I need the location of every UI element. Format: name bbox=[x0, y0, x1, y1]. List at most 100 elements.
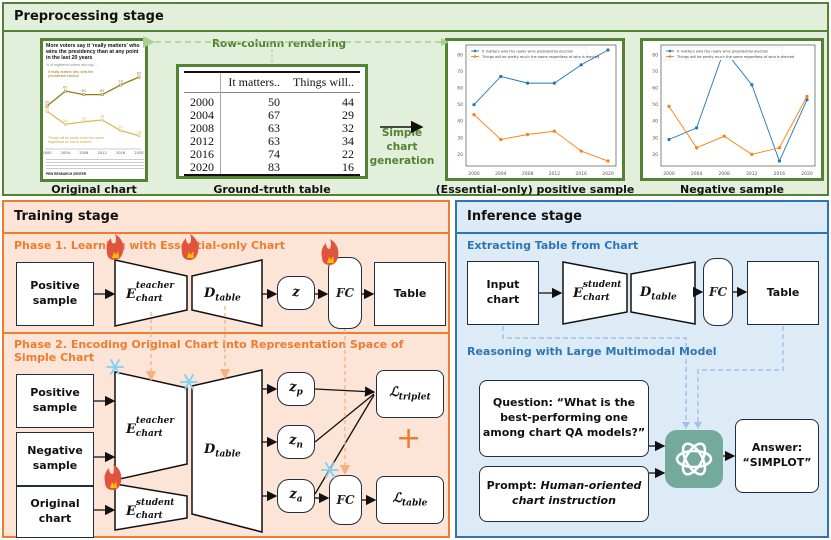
data-label: 50 bbox=[45, 101, 49, 105]
series-1-line bbox=[46, 76, 140, 107]
input-line1: Positive bbox=[30, 386, 80, 400]
data-point bbox=[750, 83, 754, 87]
zp-node: zp bbox=[277, 372, 315, 406]
data-point bbox=[100, 93, 104, 97]
data-point bbox=[137, 134, 141, 138]
value-cell: 63 bbox=[268, 121, 280, 135]
legend-marker bbox=[473, 55, 477, 58]
data-label: 67 bbox=[63, 86, 67, 90]
data-point bbox=[552, 81, 556, 85]
original-chart-thumbnail: More voters say it 'really matters' who … bbox=[40, 38, 148, 182]
value-cell: 67 bbox=[268, 108, 280, 122]
fire-icon bbox=[104, 464, 122, 490]
table-loss-box: ℒtable bbox=[376, 476, 444, 524]
prompt-italic-2: chart instruction bbox=[512, 494, 616, 507]
y-tick-label: 70 bbox=[457, 69, 463, 75]
data-point bbox=[805, 94, 809, 98]
z-label: z bbox=[292, 285, 300, 301]
x-tick-label: 2016 bbox=[774, 171, 786, 177]
training-stage-panel: Training stage Phase 1. Learning with Es… bbox=[2, 200, 450, 538]
x-tick-label: 2000 bbox=[468, 171, 480, 177]
plot-area bbox=[660, 44, 816, 167]
legend-label: It matters who the really wins president… bbox=[482, 49, 573, 53]
positive-sample-caption: (Essential-only) positive sample bbox=[435, 183, 635, 196]
data-point bbox=[579, 63, 583, 67]
legend-label: Things will be pretty much the same rega… bbox=[481, 55, 599, 59]
phase1-title: Phase 1. Learning with Essential-only Ch… bbox=[14, 239, 285, 252]
data-point bbox=[722, 134, 726, 138]
table-to-llm-dashed bbox=[697, 326, 784, 424]
y-tick-label: 50 bbox=[457, 102, 463, 108]
original-chart-series1-label: It really matters who wins the president… bbox=[48, 70, 94, 78]
table-header: It matters.. bbox=[228, 75, 280, 89]
series-2-line bbox=[46, 110, 140, 137]
phase2-decoder-label: Dtable bbox=[204, 442, 241, 460]
row-column-rendering-label: Row-column rendering bbox=[211, 38, 347, 50]
data-point bbox=[100, 118, 104, 122]
value-cell: 22 bbox=[342, 147, 354, 161]
legend-marker bbox=[668, 49, 672, 53]
y-tick-label: 40 bbox=[652, 119, 658, 125]
inference-stage-title: Inference stage bbox=[457, 202, 827, 234]
data-point bbox=[750, 152, 754, 156]
y-tick-label: 60 bbox=[652, 86, 658, 92]
x-tick-label: 2020 bbox=[602, 171, 614, 177]
x-tick-label: 2012 bbox=[746, 171, 758, 177]
series-orange-line bbox=[473, 114, 609, 162]
data-point bbox=[119, 129, 123, 133]
data-point bbox=[45, 109, 49, 113]
legend-label: Things will be pretty much the same rega… bbox=[676, 55, 794, 59]
inference-table-box: Table bbox=[747, 261, 819, 325]
preprocessing-stage-title: Preprocessing stage bbox=[4, 4, 827, 32]
input-line2: chart bbox=[38, 512, 72, 525]
data-point bbox=[63, 122, 67, 126]
phase-divider bbox=[4, 332, 448, 334]
data-point bbox=[777, 159, 781, 163]
y-tick-label: 70 bbox=[652, 69, 658, 75]
phase1-input-line1: Positive bbox=[30, 279, 80, 293]
data-point bbox=[526, 132, 530, 137]
year-cell: 2020 bbox=[184, 161, 222, 174]
simple-chart-generation-label: Simple chart generation bbox=[366, 126, 438, 168]
data-label: 16 bbox=[137, 130, 141, 134]
data-point bbox=[119, 83, 123, 87]
data-point bbox=[606, 48, 610, 52]
y-tick-label: 40 bbox=[457, 119, 463, 125]
input-line1: Input bbox=[486, 278, 520, 292]
x-tick-label: 2004 bbox=[61, 151, 71, 155]
table-header bbox=[184, 73, 222, 93]
plus-sign: + bbox=[396, 421, 422, 456]
value-cell: 16 bbox=[342, 160, 354, 174]
data-point bbox=[82, 93, 86, 97]
answer-line2: “SIMPLOT” bbox=[742, 456, 812, 469]
y-tick-label: 80 bbox=[457, 52, 463, 58]
phase1-z-node: z bbox=[277, 276, 315, 310]
negative-sample-caption: Negative sample bbox=[680, 183, 784, 196]
y-tick-label: 50 bbox=[652, 102, 658, 108]
legend-marker bbox=[668, 55, 672, 58]
data-point bbox=[606, 159, 610, 163]
fc-label: FC bbox=[335, 285, 355, 300]
original-chart-subtitle: % of registered voters who say ... bbox=[46, 63, 98, 67]
value-cell: 63 bbox=[268, 134, 280, 148]
x-tick-label: 2004 bbox=[691, 171, 703, 177]
data-label: 44 bbox=[45, 106, 50, 110]
data-point bbox=[667, 137, 671, 142]
data-point bbox=[499, 137, 503, 142]
data-point bbox=[777, 146, 781, 150]
data-point bbox=[499, 74, 503, 79]
x-tick-label: 2012 bbox=[549, 171, 561, 177]
phase1-input-line2: sample bbox=[32, 294, 78, 307]
year-cell: 2016 bbox=[184, 148, 222, 161]
data-label: 29 bbox=[63, 119, 67, 123]
x-tick-label: 2016 bbox=[116, 151, 126, 155]
